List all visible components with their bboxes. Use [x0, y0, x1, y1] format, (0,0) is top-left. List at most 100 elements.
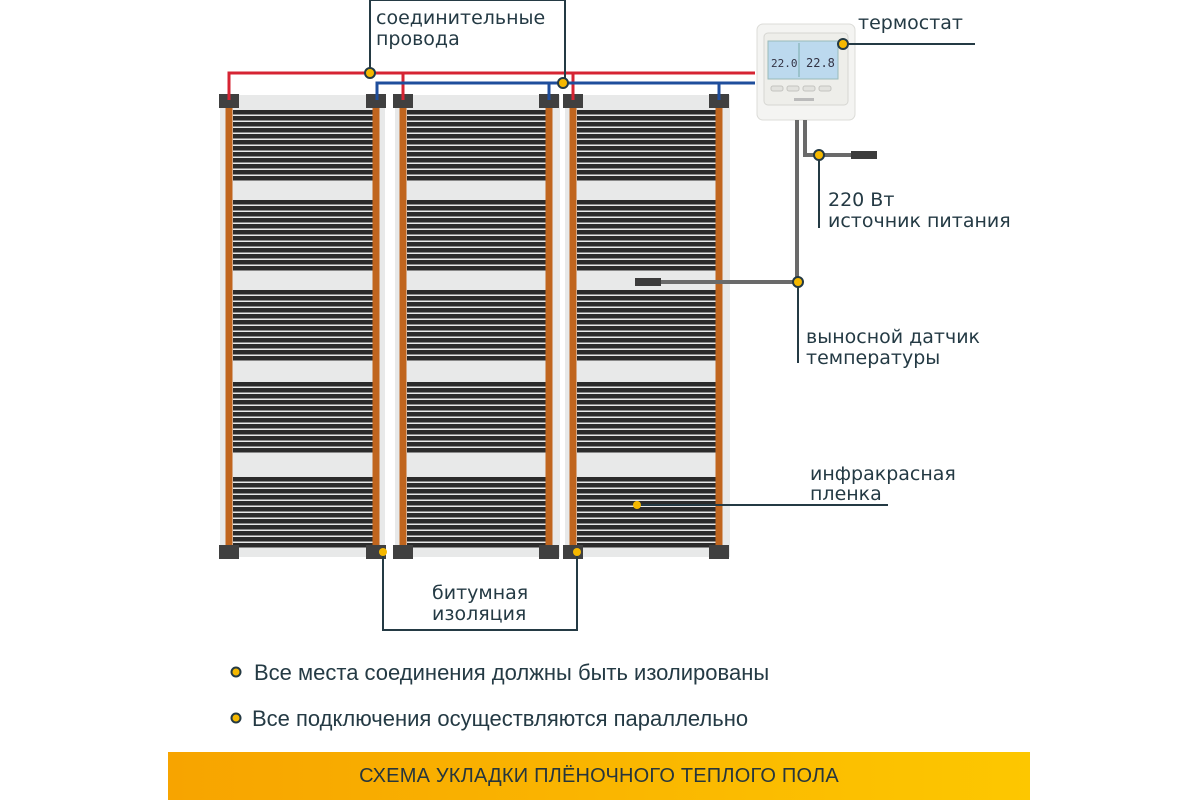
label-wires-1: соединительные — [376, 7, 545, 29]
heating-stripe — [233, 134, 376, 139]
heating-stripe — [233, 507, 376, 512]
bullet-icon — [230, 666, 242, 678]
thermostat-button — [770, 85, 784, 92]
marker-dot — [557, 77, 569, 89]
heating-stripe — [577, 483, 719, 488]
heating-stripe — [233, 236, 376, 241]
heating-stripe — [233, 543, 376, 548]
heating-stripe — [407, 424, 549, 429]
heating-stripe — [233, 170, 376, 175]
heating-stripe — [407, 430, 549, 435]
heating-stripe — [577, 501, 719, 506]
heating-stripe — [407, 495, 549, 500]
heating-stripe — [407, 302, 549, 307]
heating-stripe — [577, 418, 719, 423]
heating-stripe — [407, 218, 549, 223]
heating-stripe — [577, 326, 719, 331]
heating-stripe — [233, 406, 376, 411]
heating-stripe — [407, 296, 549, 301]
heating-stripe — [577, 230, 719, 235]
heating-stripe — [407, 266, 549, 271]
heating-stripe — [577, 382, 719, 387]
heating-stripe — [407, 531, 549, 536]
heating-stripe — [407, 489, 549, 494]
heating-stripe — [407, 394, 549, 399]
heating-stripe — [233, 356, 376, 361]
heating-stripe — [233, 519, 376, 524]
heating-stripe — [407, 519, 549, 524]
heating-stripe — [577, 164, 719, 169]
copper-busbar — [399, 104, 407, 548]
heating-stripe — [407, 537, 549, 542]
heating-stripe — [577, 290, 719, 295]
heating-stripe — [577, 158, 719, 163]
heating-stripe — [407, 212, 549, 217]
marker-dot — [573, 548, 581, 556]
heating-stripe — [407, 254, 549, 259]
heating-stripe — [407, 382, 549, 387]
heating-stripe — [407, 406, 549, 411]
heating-stripe — [407, 116, 549, 121]
label-wires-2: провода — [376, 28, 460, 50]
heating-stripe — [233, 218, 376, 223]
heating-stripe — [233, 140, 376, 145]
label-thermostat: термостат — [858, 12, 963, 34]
heating-stripe — [233, 525, 376, 530]
heating-stripe — [407, 134, 549, 139]
heating-stripe — [233, 158, 376, 163]
heating-stripe — [233, 338, 376, 343]
heating-stripe — [577, 400, 719, 405]
heating-stripe — [233, 394, 376, 399]
heating-stripe — [577, 344, 719, 349]
bullet-icon — [230, 712, 242, 724]
heating-stripe — [233, 176, 376, 181]
power-plug — [851, 151, 877, 159]
heating-stripe — [407, 200, 549, 205]
heating-stripe — [577, 218, 719, 223]
heating-stripe — [233, 230, 376, 235]
heating-stripe — [407, 400, 549, 405]
heating-stripe — [233, 146, 376, 151]
heating-stripe — [233, 308, 376, 313]
heating-stripe — [407, 436, 549, 441]
heating-stripe — [577, 302, 719, 307]
heating-stripe — [577, 519, 719, 524]
heating-stripe — [407, 418, 549, 423]
heating-stripe — [407, 242, 549, 247]
heating-stripe — [407, 388, 549, 393]
heating-stripe — [577, 489, 719, 494]
marker-dot — [837, 38, 849, 50]
note-2: Все подключения осуществляются параллель… — [252, 706, 748, 731]
heating-stripe — [407, 236, 549, 241]
heating-stripe — [233, 495, 376, 500]
heating-stripe — [577, 224, 719, 229]
heating-stripe — [233, 483, 376, 488]
heating-stripe — [577, 424, 719, 429]
heating-stripe — [233, 296, 376, 301]
heating-stripe — [233, 477, 376, 482]
heating-stripe — [577, 206, 719, 211]
heating-stripe — [407, 164, 549, 169]
heating-stripe — [233, 206, 376, 211]
display-right-temp: 22.8 — [806, 56, 835, 70]
heating-stripe — [577, 200, 719, 205]
heating-stripe — [577, 477, 719, 482]
heating-stripe — [407, 206, 549, 211]
clip-connector — [393, 94, 413, 108]
heating-stripe — [577, 116, 719, 121]
clip-connector — [539, 545, 559, 559]
thermostat-button — [802, 85, 816, 92]
heating-stripe — [233, 350, 376, 355]
heating-stripe — [407, 140, 549, 145]
heating-stripe — [577, 543, 719, 548]
heating-stripe — [577, 260, 719, 265]
heating-stripe — [233, 344, 376, 349]
heating-stripe — [407, 332, 549, 337]
heating-stripe — [233, 242, 376, 247]
marker-dot — [792, 276, 804, 288]
heating-stripe — [577, 525, 719, 530]
heating-stripe — [577, 128, 719, 133]
heating-stripe — [233, 448, 376, 453]
clip-connector — [709, 545, 729, 559]
